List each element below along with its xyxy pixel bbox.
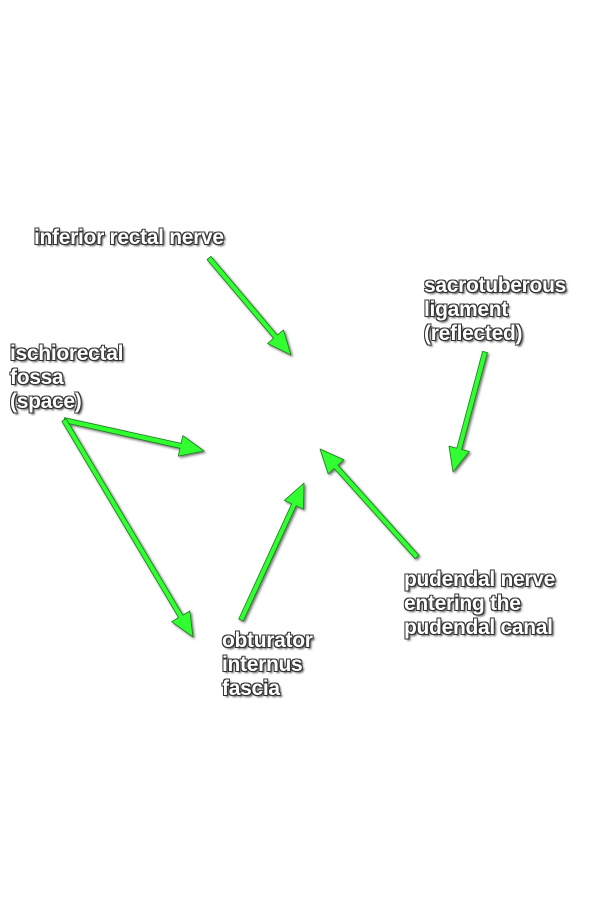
label-line: fossa [10,366,64,389]
label-line: inferior rectal nerve [34,226,224,249]
label-line: ligament [424,298,508,321]
arrow-ischiorectal-fossa-lower [61,418,194,638]
label-line: entering the [404,592,521,615]
label-line: obturator [222,629,313,652]
label-ischiorectal-fossa: ischiorectal fossa (space) [10,342,123,414]
arrow-inferior-rectal-nerve [206,255,292,356]
label-line: (reflected) [424,322,523,345]
arrow-pudendal-nerve [319,448,420,560]
arrow-obturator-internus-fascia [238,482,305,622]
label-line: pudendal nerve [404,568,556,591]
label-sacrotuberous-ligament: sacrotuberous ligament (reflected) [424,274,566,346]
label-line: internus [222,653,303,676]
label-line: (space) [10,390,82,413]
label-line: pudendal canal [404,616,553,639]
label-obturator-internus-fascia: obturator internus fascia [222,629,313,701]
arrow-sacrotuberous-ligament [448,350,488,473]
label-line: sacrotuberous [424,274,566,297]
arrows-group [61,255,488,638]
label-pudendal-nerve: pudendal nerve entering the pudendal can… [404,568,555,640]
label-line: ischiorectal [10,342,124,365]
label-inferior-rectal-nerve: inferior rectal nerve [34,226,224,250]
arrow-ischiorectal-fossa-upper [63,417,205,457]
label-line: fascia [222,677,280,700]
